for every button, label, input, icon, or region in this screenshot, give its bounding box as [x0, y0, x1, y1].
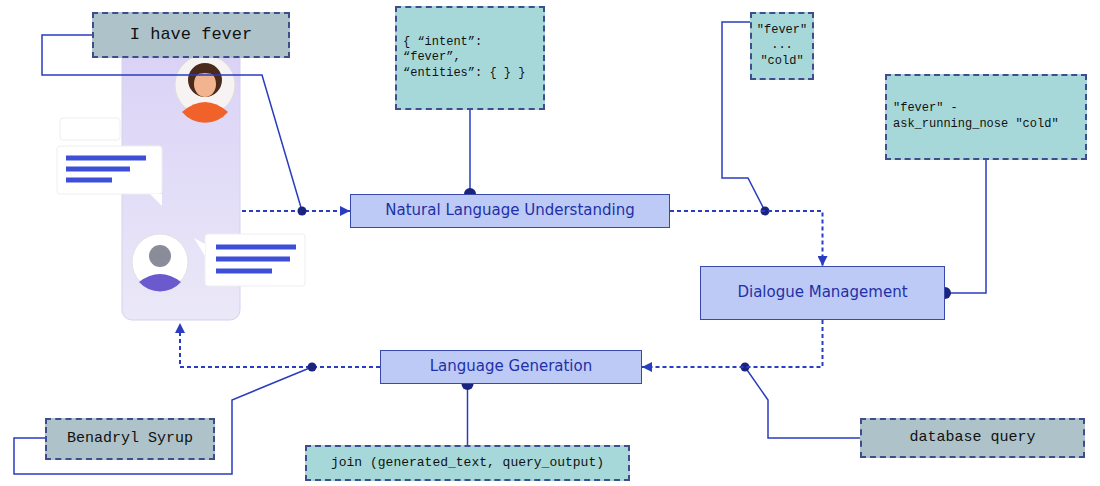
data-callout: "fever" ... "cold": [750, 12, 814, 80]
leader-line: [945, 160, 986, 293]
flow-arrow: [670, 211, 823, 266]
node-text: I have fever: [130, 24, 252, 46]
node-text: "fever" - ask_running_nose "cold": [893, 101, 1079, 132]
node-text: Language Generation: [430, 357, 592, 377]
flow-line: [180, 211, 380, 367]
input-callout: I have fever: [92, 12, 290, 58]
process-box: Natural Language Understanding: [350, 194, 670, 228]
leader-line: [467, 384, 469, 445]
node-text: Benadryl Syrup: [67, 429, 193, 449]
junction-dot: [298, 207, 770, 372]
json-callout: { “intent”: “fever”, “entities”: { } }: [395, 6, 545, 110]
node-text: "fever" ... "cold": [757, 23, 807, 70]
flow-arrow: [642, 320, 823, 367]
node-text: Dialogue Management: [737, 283, 907, 303]
process-box: Language Generation: [380, 350, 642, 384]
node-text: join (generated_text, query_output): [331, 455, 604, 472]
data-callout: database query: [860, 418, 1085, 458]
node-text: Natural Language Understanding: [385, 201, 634, 221]
node-text: database query: [909, 428, 1035, 448]
data-callout: "fever" - ask_running_nose "cold": [885, 74, 1087, 160]
node-text: { “intent”: “fever”, “entities”: { } }: [403, 35, 537, 82]
output-callout: Benadryl Syrup: [45, 418, 215, 460]
leader-line: [469, 110, 471, 194]
code-callout: join (generated_text, query_output): [305, 445, 630, 481]
process-box: Dialogue Management: [700, 266, 945, 320]
phone-illustration: [57, 22, 305, 320]
